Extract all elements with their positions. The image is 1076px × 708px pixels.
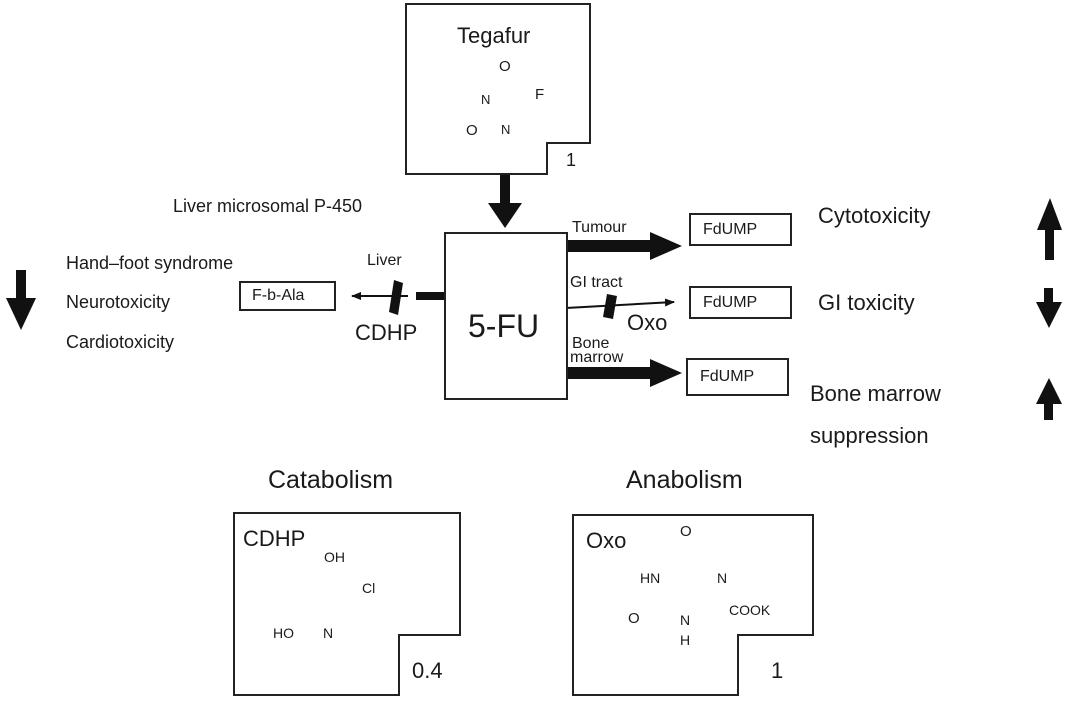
oxo-panel-title: Oxo: [586, 528, 627, 553]
atom-o: O: [499, 58, 511, 75]
atom-oh: OH: [324, 549, 345, 565]
cdhp-ratio-box: 0.4: [398, 634, 461, 696]
tumour-arrow: [566, 232, 682, 260]
effect-neurotoxicity: Neurotoxicity: [66, 292, 171, 312]
atom-o: O: [628, 610, 640, 627]
liver-path-arrow: [351, 280, 444, 315]
catabolism-heading: Catabolism: [268, 466, 394, 494]
effect-suppression: suppression: [810, 423, 929, 448]
effect-bone-marrow: Bone marrow: [810, 381, 941, 406]
tegafur-ratio-box: 1: [546, 142, 591, 175]
bone-marrow-arrow: [566, 359, 682, 387]
effect-cardiotoxicity: Cardiotoxicity: [66, 332, 175, 352]
gi-tract-label: GI tract: [570, 274, 623, 291]
fdump-label: FdUMP: [703, 221, 758, 238]
tegafur-box: Tegafur 1: [405, 3, 591, 175]
atom-cook: COOK: [729, 602, 771, 618]
effect-cytotoxicity: Cytotoxicity: [818, 203, 931, 228]
bone-label: Bone: [572, 335, 610, 352]
tumour-label: Tumour: [572, 219, 627, 236]
liver-label: Liver: [367, 252, 402, 269]
fdump-box-bone-marrow: FdUMP: [686, 358, 789, 396]
atom-cl: Cl: [362, 580, 376, 596]
anabolism-heading: Anabolism: [626, 466, 743, 494]
atom-hn: HN: [640, 570, 661, 586]
atom-o: O: [466, 122, 478, 139]
atom-n: N: [323, 625, 334, 641]
effect-hand-foot: Hand–foot syndrome: [66, 253, 234, 273]
atom-n: N: [717, 570, 728, 586]
effect-gi-toxicity: GI toxicity: [818, 290, 915, 315]
5fu-box: 5-FU: [444, 232, 568, 400]
fdump-box-gi: FdUMP: [689, 286, 792, 319]
fdump-label: FdUMP: [703, 294, 758, 311]
cdhp-panel-title: CDHP: [243, 526, 306, 551]
oxo-inhibition-bar: [603, 294, 617, 319]
f-b-ala-box: F-b-Ala: [239, 281, 336, 311]
fdump-label: FdUMP: [700, 368, 755, 385]
oxo-panel: Oxo 1: [572, 514, 814, 696]
cytotoxicity-up-arrow: [1037, 198, 1062, 260]
atom-f: F: [535, 86, 545, 103]
atom-n: N: [680, 612, 691, 628]
oxo-ratio-box: 1: [737, 634, 814, 696]
cdhp-inhibition-bar: [389, 280, 403, 315]
f-b-ala-label: F-b-Ala: [252, 287, 305, 304]
left-down-arrow: [6, 270, 36, 330]
oxo-inhibitor-label: Oxo: [627, 310, 668, 335]
tegafur-ratio: 1: [566, 150, 577, 170]
bone-marrow-up-arrow: [1036, 378, 1062, 420]
atom-o: O: [680, 523, 692, 540]
cdhp-panel: CDHP 0.4: [233, 512, 461, 696]
marrow-label: marrow: [570, 349, 624, 366]
5fu-label: 5-FU: [468, 308, 540, 344]
cdhp-inhibitor-label: CDHP: [355, 320, 418, 345]
atom-ho: HO: [273, 625, 294, 641]
oxo-ratio: 1: [771, 658, 784, 683]
atom-n: N: [501, 122, 511, 137]
gi-toxicity-down-arrow: [1036, 288, 1062, 328]
tegafur-label: Tegafur: [457, 23, 531, 48]
fdump-box-tumour: FdUMP: [689, 213, 792, 246]
atom-h: H: [680, 632, 691, 648]
enzyme-label: Liver microsomal P-450: [173, 196, 363, 216]
atom-n: N: [481, 92, 491, 107]
cdhp-ratio: 0.4: [412, 658, 443, 683]
gi-tract-arrow: [565, 294, 675, 319]
tegafur-to-5fu-arrow: [488, 168, 522, 228]
